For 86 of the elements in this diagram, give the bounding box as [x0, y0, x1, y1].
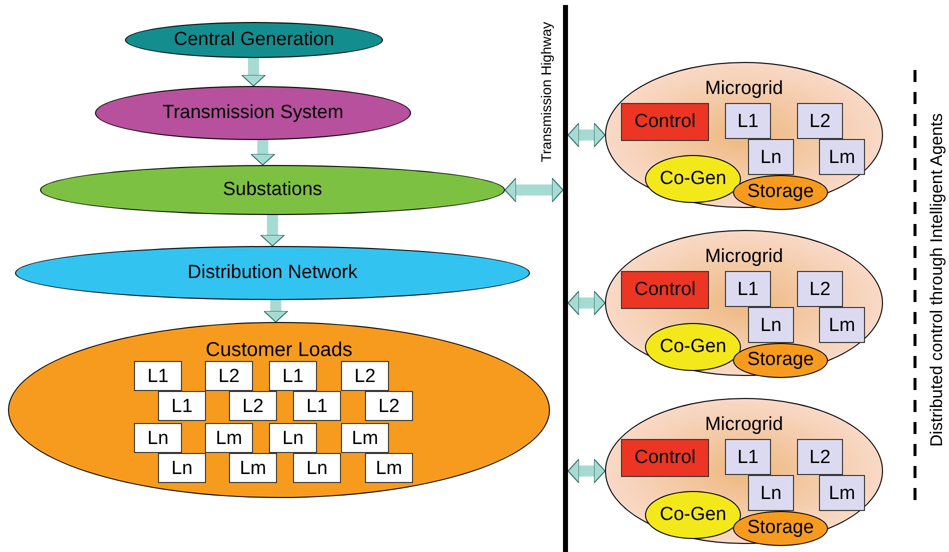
block-arrow: [260, 215, 285, 246]
node-label: L1: [737, 280, 759, 298]
node-label: L2: [809, 280, 831, 298]
node-label: Microgrid: [704, 413, 784, 437]
node-label: Microgrid: [704, 77, 784, 101]
node-label: Co-Gen: [660, 334, 726, 359]
block-arrow: [568, 290, 606, 316]
node-label: L1: [306, 396, 328, 416]
node-label: Co-Gen: [660, 166, 726, 191]
node-label: Control: [634, 110, 696, 134]
node-label: Co-Gen: [660, 502, 726, 527]
load-box: [205, 361, 253, 391]
side-note: Distributed control through Intelligent Agents: [926, 112, 947, 449]
control-box: [621, 271, 709, 309]
load-box: [293, 391, 341, 421]
node-label: L2: [354, 366, 376, 386]
load-box: [819, 307, 865, 343]
load-box: [341, 423, 389, 453]
block-arrow: [263, 300, 288, 322]
node-label: Central Generation: [174, 28, 334, 52]
control-box: [621, 103, 709, 141]
block-arrow: [504, 178, 564, 202]
block-arrow: [241, 58, 266, 86]
node-label: Ln: [147, 428, 169, 448]
load-box: [725, 439, 771, 475]
load-box: [819, 475, 865, 511]
bus-label: Transmission Highway: [537, 20, 555, 164]
load-box: [158, 391, 206, 421]
load-box: [797, 271, 843, 307]
node-label: Lm: [240, 458, 266, 478]
load-box: [748, 139, 794, 175]
load-box: [797, 103, 843, 139]
node-label: Lm: [352, 428, 378, 448]
load-box: [365, 453, 413, 483]
block-arrow: [568, 458, 606, 484]
load-box: [748, 307, 794, 343]
node-label: Control: [634, 278, 696, 302]
load-box: [725, 271, 771, 307]
node-label: Transmission System: [162, 100, 344, 125]
node-label: Ln: [760, 484, 782, 502]
node-label: L1: [737, 112, 759, 130]
block-arrow: [568, 122, 606, 148]
load-box: [134, 423, 182, 453]
node-label: Distribution Network: [188, 260, 358, 285]
load-box: [269, 361, 317, 391]
node-label: Ln: [760, 148, 782, 166]
node-label: L2: [809, 112, 831, 130]
load-box: [365, 391, 413, 421]
node-label: Storage: [747, 180, 814, 204]
node-label: L2: [809, 448, 831, 466]
load-box: [134, 361, 182, 391]
node-label: Substations: [222, 178, 322, 202]
load-box: [205, 423, 253, 453]
node-label: Lm: [216, 428, 242, 448]
node-label: Storage: [747, 348, 814, 372]
node-label: Ln: [171, 458, 193, 478]
load-box: [725, 103, 771, 139]
node-label: Ln: [760, 316, 782, 334]
node-label: Microgrid: [704, 245, 784, 269]
load-box: [229, 453, 277, 483]
node-label: L1: [737, 448, 759, 466]
node-label: L2: [242, 396, 264, 416]
load-box: [269, 423, 317, 453]
load-box: [797, 439, 843, 475]
load-box: [341, 361, 389, 391]
node-label: Ln: [282, 428, 304, 448]
node-label: Customer Loads: [204, 338, 354, 363]
node-label: L1: [171, 396, 193, 416]
load-box: [158, 453, 206, 483]
node-label: L2: [218, 366, 240, 386]
control-box: [621, 439, 709, 477]
node-label: Lm: [828, 484, 856, 502]
node-label: Ln: [306, 458, 328, 478]
node-label: Control: [634, 446, 696, 470]
node-label: Storage: [747, 516, 814, 540]
node-label: Lm: [376, 458, 402, 478]
node-label: L2: [378, 396, 400, 416]
load-box: [293, 453, 341, 483]
node-label: Lm: [828, 316, 856, 334]
block-arrow: [250, 140, 276, 166]
load-box: [229, 391, 277, 421]
node-label: L1: [147, 366, 169, 386]
node-label: Lm: [828, 148, 856, 166]
load-box: [819, 139, 865, 175]
node-label: L1: [282, 366, 304, 386]
load-box: [748, 475, 794, 511]
